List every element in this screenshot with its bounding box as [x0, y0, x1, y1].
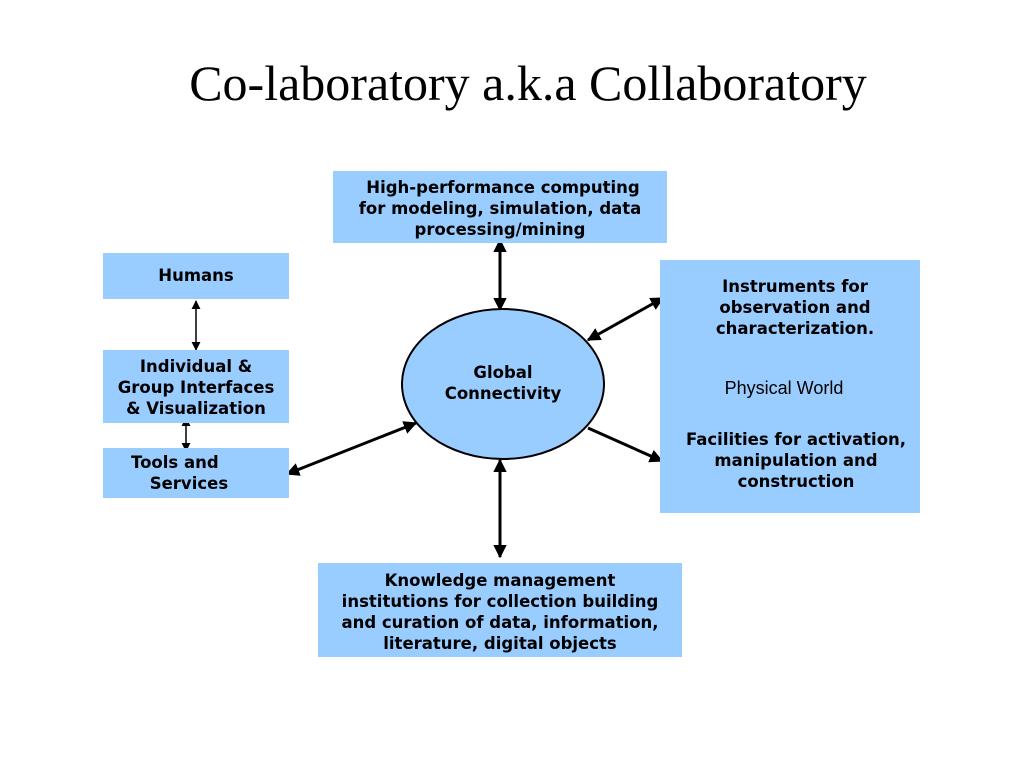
tools-line: Services [121, 474, 229, 493]
facilities-line: manipulation and [714, 451, 878, 470]
hpc-box: High-performance computing for modeling,… [333, 171, 667, 243]
knowledge-line: institutions for collection building [341, 592, 659, 611]
knowledge-line: Knowledge management [384, 571, 616, 590]
slide-title: Co-laboratory a.k.a Collaboratory [189, 55, 867, 111]
interfaces-line: & Visualization [126, 399, 266, 418]
tools-line: Tools and [131, 453, 219, 472]
physical-world-label: Physical World [724, 378, 844, 398]
instruments-line: observation and [719, 298, 871, 317]
facilities-line: Facilities for activation, [685, 430, 907, 449]
humans-box: Humans [103, 253, 289, 299]
globe-line: Global [473, 363, 533, 382]
knowledge-box: Knowledge management institutions for co… [318, 563, 682, 657]
physical-world-box: Instruments for observation and characte… [660, 260, 920, 513]
hpc-line: for modeling, simulation, data [358, 199, 642, 218]
interfaces-line: Group Interfaces [117, 378, 275, 397]
hpc-line: High-performance computing [366, 178, 640, 197]
instruments-block: Instruments for observation and characte… [668, 276, 922, 339]
arrow-globe-facilities [587, 426, 664, 463]
facilities-block: Facilities for activation, manipulation … [666, 429, 926, 492]
hpc-line: processing/mining [414, 220, 586, 239]
global-connectivity-node: Global Connectivity [401, 308, 605, 460]
instruments-line: Instruments for [722, 277, 868, 296]
interfaces-line: Individual & [139, 357, 253, 376]
arrow-globe-instruments [586, 296, 665, 342]
facilities-line: construction [737, 472, 855, 491]
knowledge-line: literature, digital objects [383, 634, 617, 653]
globe-line: Connectivity [444, 384, 562, 403]
instruments-line: characterization. [715, 319, 875, 338]
arrow-tools-globe [285, 421, 418, 476]
humans-label: Humans [158, 266, 234, 285]
knowledge-line: and curation of data, information, [341, 613, 659, 632]
tools-box: Tools and Services [103, 448, 289, 498]
interfaces-box: Individual & Group Interfaces & Visualiz… [103, 350, 289, 423]
